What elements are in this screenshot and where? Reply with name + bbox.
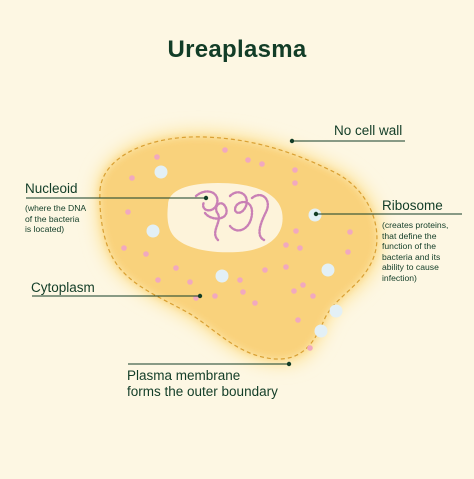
granule <box>154 154 160 160</box>
nucleoid-region <box>167 183 283 253</box>
granule <box>240 289 246 295</box>
ribosome <box>314 324 328 338</box>
granule <box>293 228 299 234</box>
cytoplasm-label: Cytoplasm <box>31 280 95 295</box>
no-cell-wall-label: No cell wall <box>334 123 403 138</box>
granule <box>129 175 135 181</box>
granule <box>295 317 301 323</box>
cytoplasm-granules <box>121 147 353 351</box>
plasma-membrane-sublabel: forms the outer boundary <box>127 384 278 399</box>
granule <box>259 161 265 167</box>
granule <box>300 282 306 288</box>
plasma-membrane-label: Plasma membrane <box>127 368 241 383</box>
granule <box>237 277 243 283</box>
granule <box>121 245 127 251</box>
granule <box>262 267 268 273</box>
granule <box>143 251 149 257</box>
granule <box>297 245 303 251</box>
ribosome <box>329 304 343 318</box>
granule <box>292 167 298 173</box>
granule <box>222 147 228 153</box>
nucleoid-note: (where the DNA of the bacteria is locate… <box>25 203 87 234</box>
granule <box>252 300 258 306</box>
granule <box>345 249 351 255</box>
ribosome <box>321 263 335 277</box>
granule <box>292 180 298 186</box>
ribosome <box>154 165 168 179</box>
ribosomes <box>146 165 343 338</box>
granule <box>187 279 193 285</box>
ribosome <box>146 224 160 238</box>
granule <box>155 277 161 283</box>
ribosome <box>215 269 229 283</box>
granule <box>212 293 218 299</box>
granule <box>245 157 251 163</box>
granule <box>193 295 199 301</box>
dna-strand <box>194 190 269 242</box>
nucleoid-label: Nucleoid <box>25 181 78 196</box>
leader-dots <box>197 138 319 367</box>
leader-lines <box>26 140 462 365</box>
ribosome-label: Ribosome <box>382 198 443 213</box>
granule <box>125 209 131 215</box>
ribosome-note: (creates proteins, that define the funct… <box>382 220 449 283</box>
granule <box>310 293 316 299</box>
granule <box>307 345 313 351</box>
granule <box>347 229 353 235</box>
granule <box>173 265 179 271</box>
granule <box>283 264 289 270</box>
granule <box>291 288 297 294</box>
diagram-title: Ureaplasma <box>167 36 307 63</box>
granule <box>283 242 289 248</box>
